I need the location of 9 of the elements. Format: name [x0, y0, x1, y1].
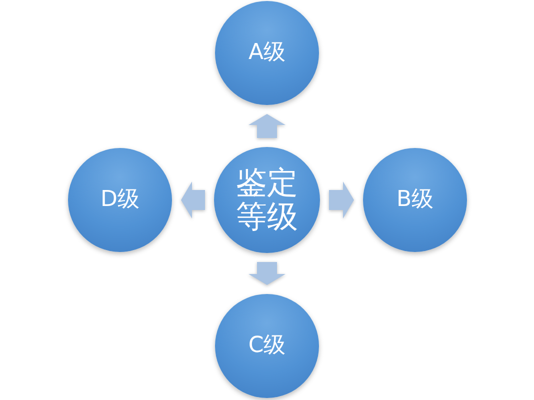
- block-arrow: [329, 182, 354, 218]
- block-arrow: [248, 262, 286, 285]
- node-label: B级: [396, 188, 434, 212]
- block-arrow: [248, 114, 286, 138]
- node-label: C级: [248, 334, 286, 358]
- node-label: 鉴定等级: [235, 166, 299, 234]
- block-arrow: [181, 182, 205, 218]
- node-label: A级: [248, 40, 286, 66]
- node-label: D级: [100, 188, 140, 212]
